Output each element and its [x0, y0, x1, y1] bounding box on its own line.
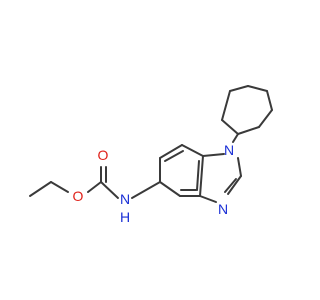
- carbamate-chain: [29, 166, 161, 199]
- bond: [224, 178, 237, 193]
- bond: [221, 119, 239, 135]
- atom-label-amide-hydrogen: H: [120, 209, 130, 225]
- benzene-ring: [159, 144, 204, 197]
- cyclohexyl-ring: [221, 85, 273, 135]
- bond: [258, 109, 273, 128]
- bond: [227, 175, 242, 195]
- atom-label-imidazole-n3: N: [218, 201, 228, 217]
- bond: [100, 181, 119, 199]
- atom-label-carbonyl-oxygen: O: [98, 147, 109, 163]
- bond: [181, 144, 204, 157]
- bond: [29, 181, 52, 197]
- bond: [50, 181, 69, 193]
- bond: [199, 155, 204, 197]
- bond: [196, 160, 200, 191]
- atom-label-ester-oxygen: O: [73, 188, 84, 204]
- atom-label-imidazole-n1: N: [224, 142, 234, 158]
- bond: [202, 153, 225, 157]
- bond: [87, 181, 102, 193]
- bond-cyclohexyl-n1: [232, 133, 239, 143]
- bond: [237, 157, 242, 177]
- bond: [199, 195, 217, 203]
- atom-label-amide-nitrogen: N: [120, 191, 130, 207]
- bond: [229, 85, 249, 92]
- bond: [164, 150, 184, 162]
- imidazole-ring: [199, 153, 242, 203]
- bond: [266, 90, 273, 111]
- bond: [247, 85, 268, 92]
- bond: [131, 181, 161, 199]
- molecule-structure-diagram: O O N H N N: [29, 85, 273, 225]
- bond: [159, 181, 181, 197]
- bond: [221, 90, 231, 121]
- bond: [159, 144, 183, 159]
- bond: [237, 126, 260, 135]
